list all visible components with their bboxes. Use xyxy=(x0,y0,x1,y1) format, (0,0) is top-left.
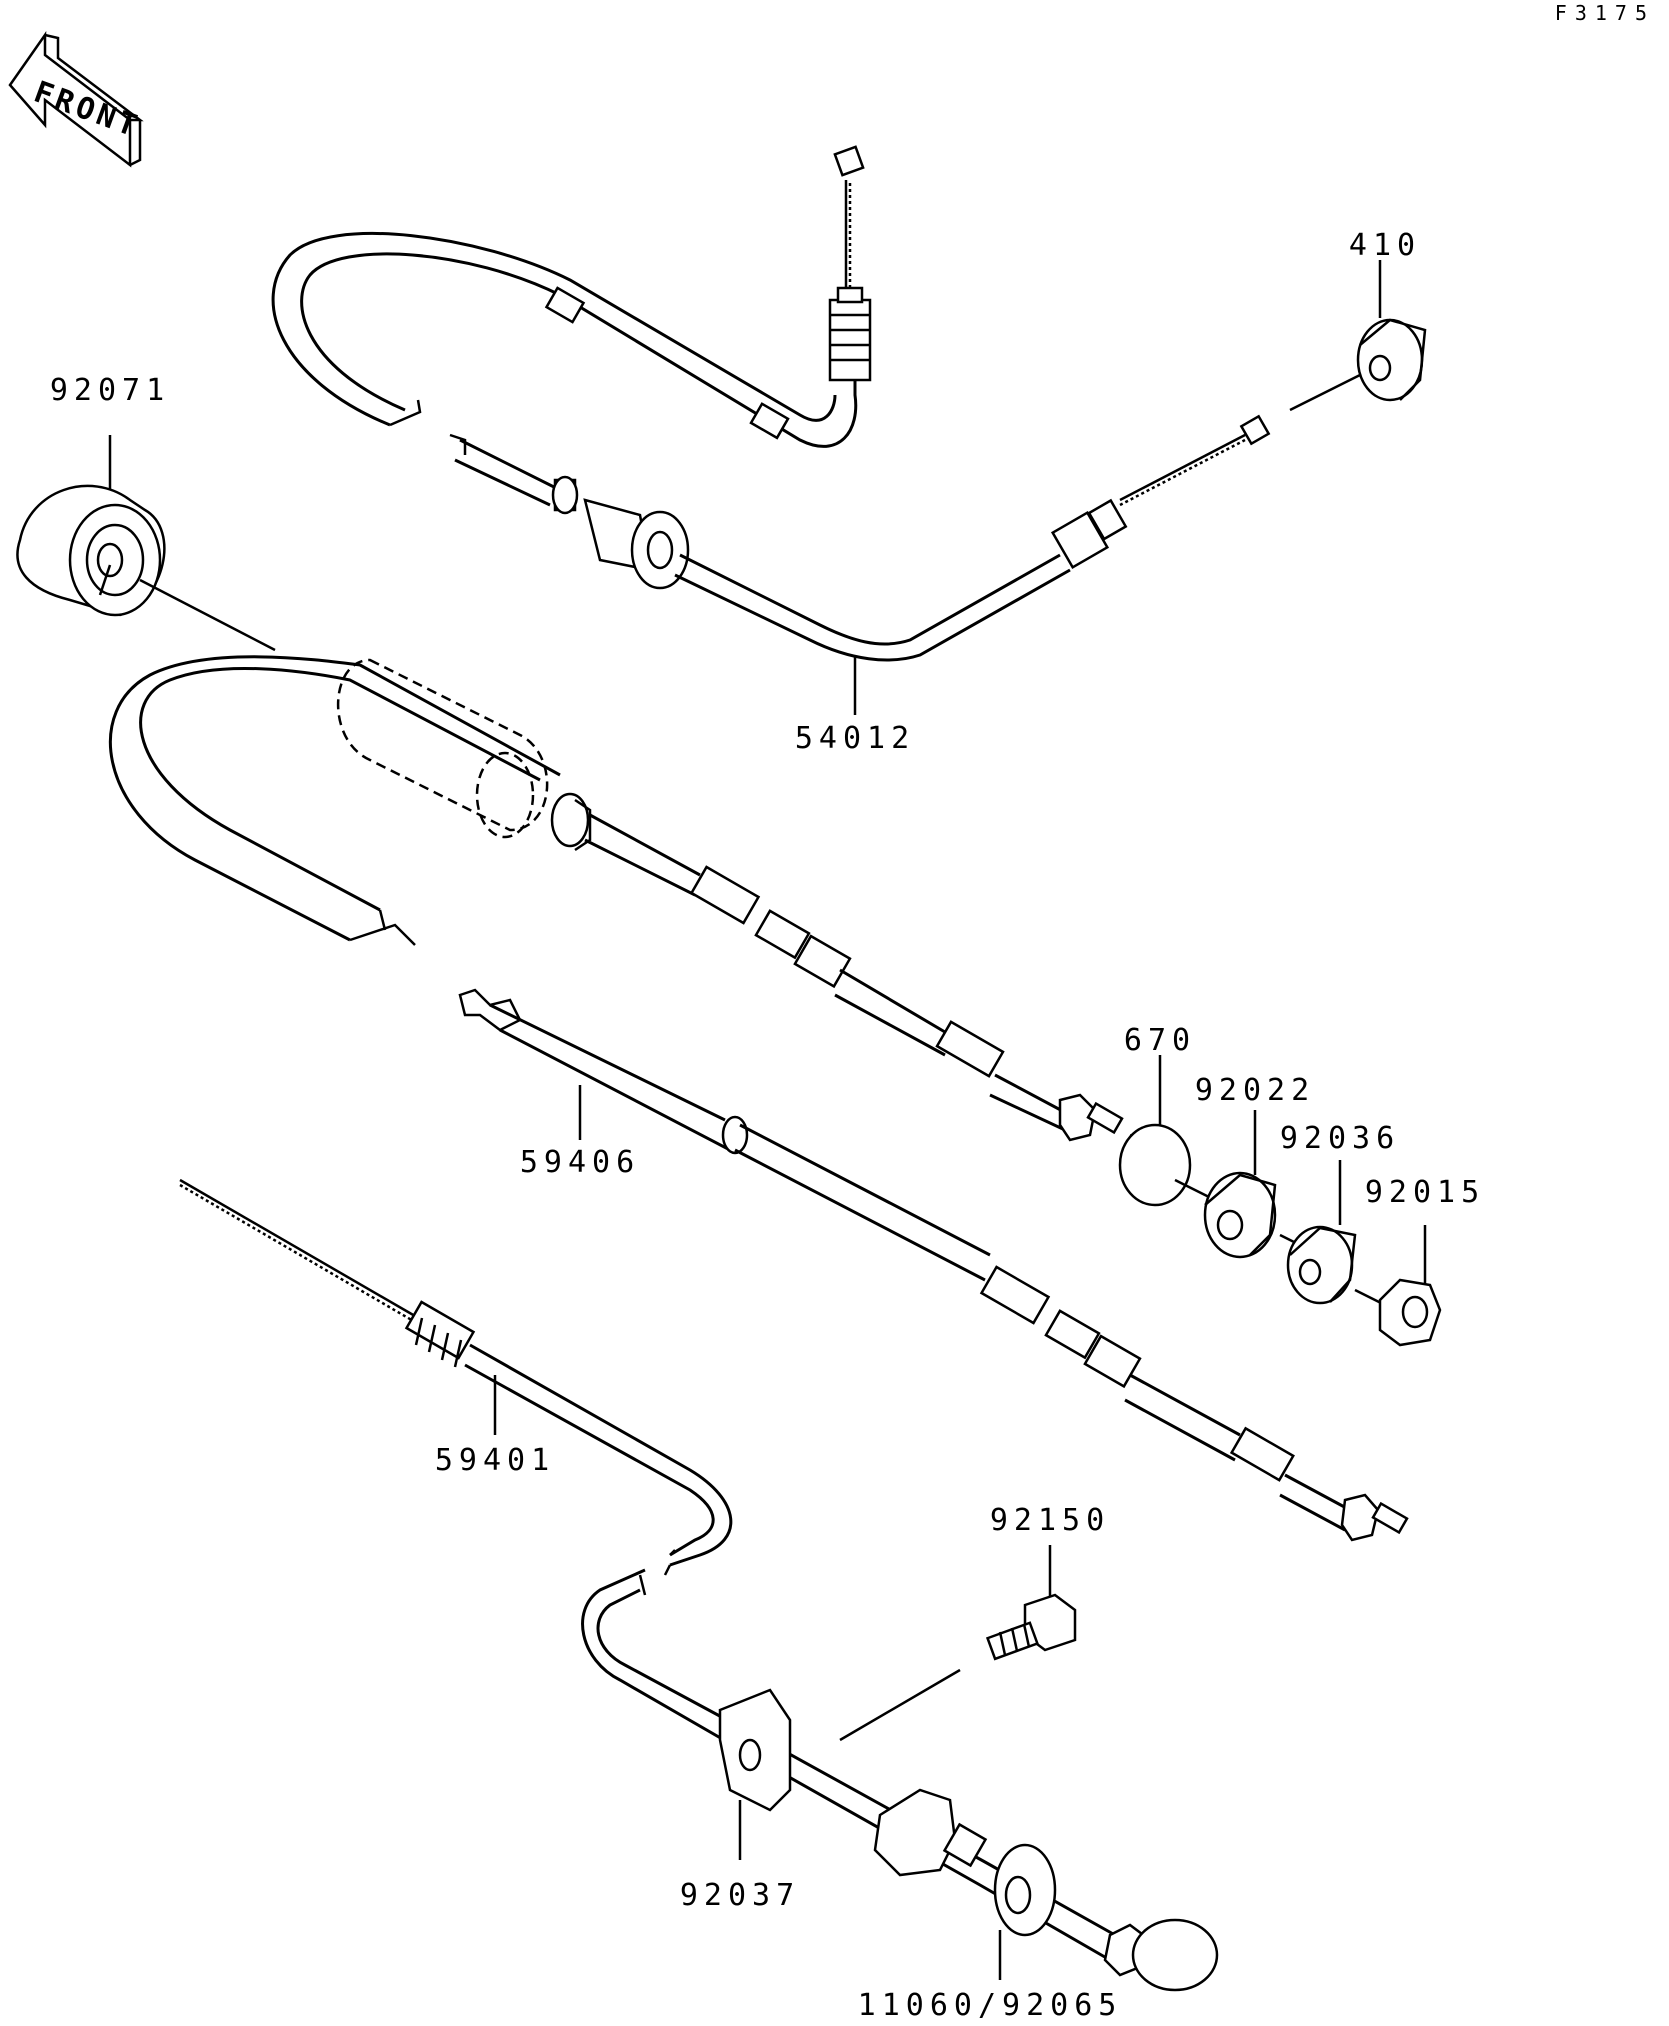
front-arrow-icon: FRONT xyxy=(8,31,145,168)
label-92015: 92015 xyxy=(1365,1175,1485,1210)
part-92071-grommet: 92071 xyxy=(16,373,276,652)
label-92022: 92022 xyxy=(1195,1073,1315,1108)
label-92037: 92037 xyxy=(680,1878,800,1913)
part-670-o-ring: 670 xyxy=(1118,1023,1216,1207)
throttle-cable-54012 xyxy=(271,145,1371,662)
front-arrow-text: FRONT xyxy=(29,75,145,146)
part-92015-nut: 92015 xyxy=(1365,1175,1485,1347)
choke-cable-59401: 92037 11060/92065 59401 xyxy=(179,1178,1219,2023)
label-92150: 92150 xyxy=(990,1503,1110,1538)
part-92022-washer: 92022 xyxy=(1195,1073,1315,1259)
label-54012: 54012 xyxy=(795,721,915,756)
figure-code: F3175 xyxy=(1555,1,1655,25)
label-670: 670 xyxy=(1124,1023,1196,1058)
label-410: 410 xyxy=(1349,228,1421,263)
label-11060-92065: 11060/92065 xyxy=(858,1988,1123,2023)
label-92036: 92036 xyxy=(1280,1121,1400,1156)
label-59406: 59406 xyxy=(520,1145,640,1180)
label-59401: 59401 xyxy=(435,1443,555,1478)
cable-59406-conduit: 59406 xyxy=(458,988,1409,1542)
label-92071: 92071 xyxy=(50,373,170,408)
part-410-washer: 410 xyxy=(1349,228,1427,402)
part-92036-lock-washer: 92036 xyxy=(1280,1121,1400,1307)
part-92150-bolt: 92150 xyxy=(985,1503,1110,1661)
